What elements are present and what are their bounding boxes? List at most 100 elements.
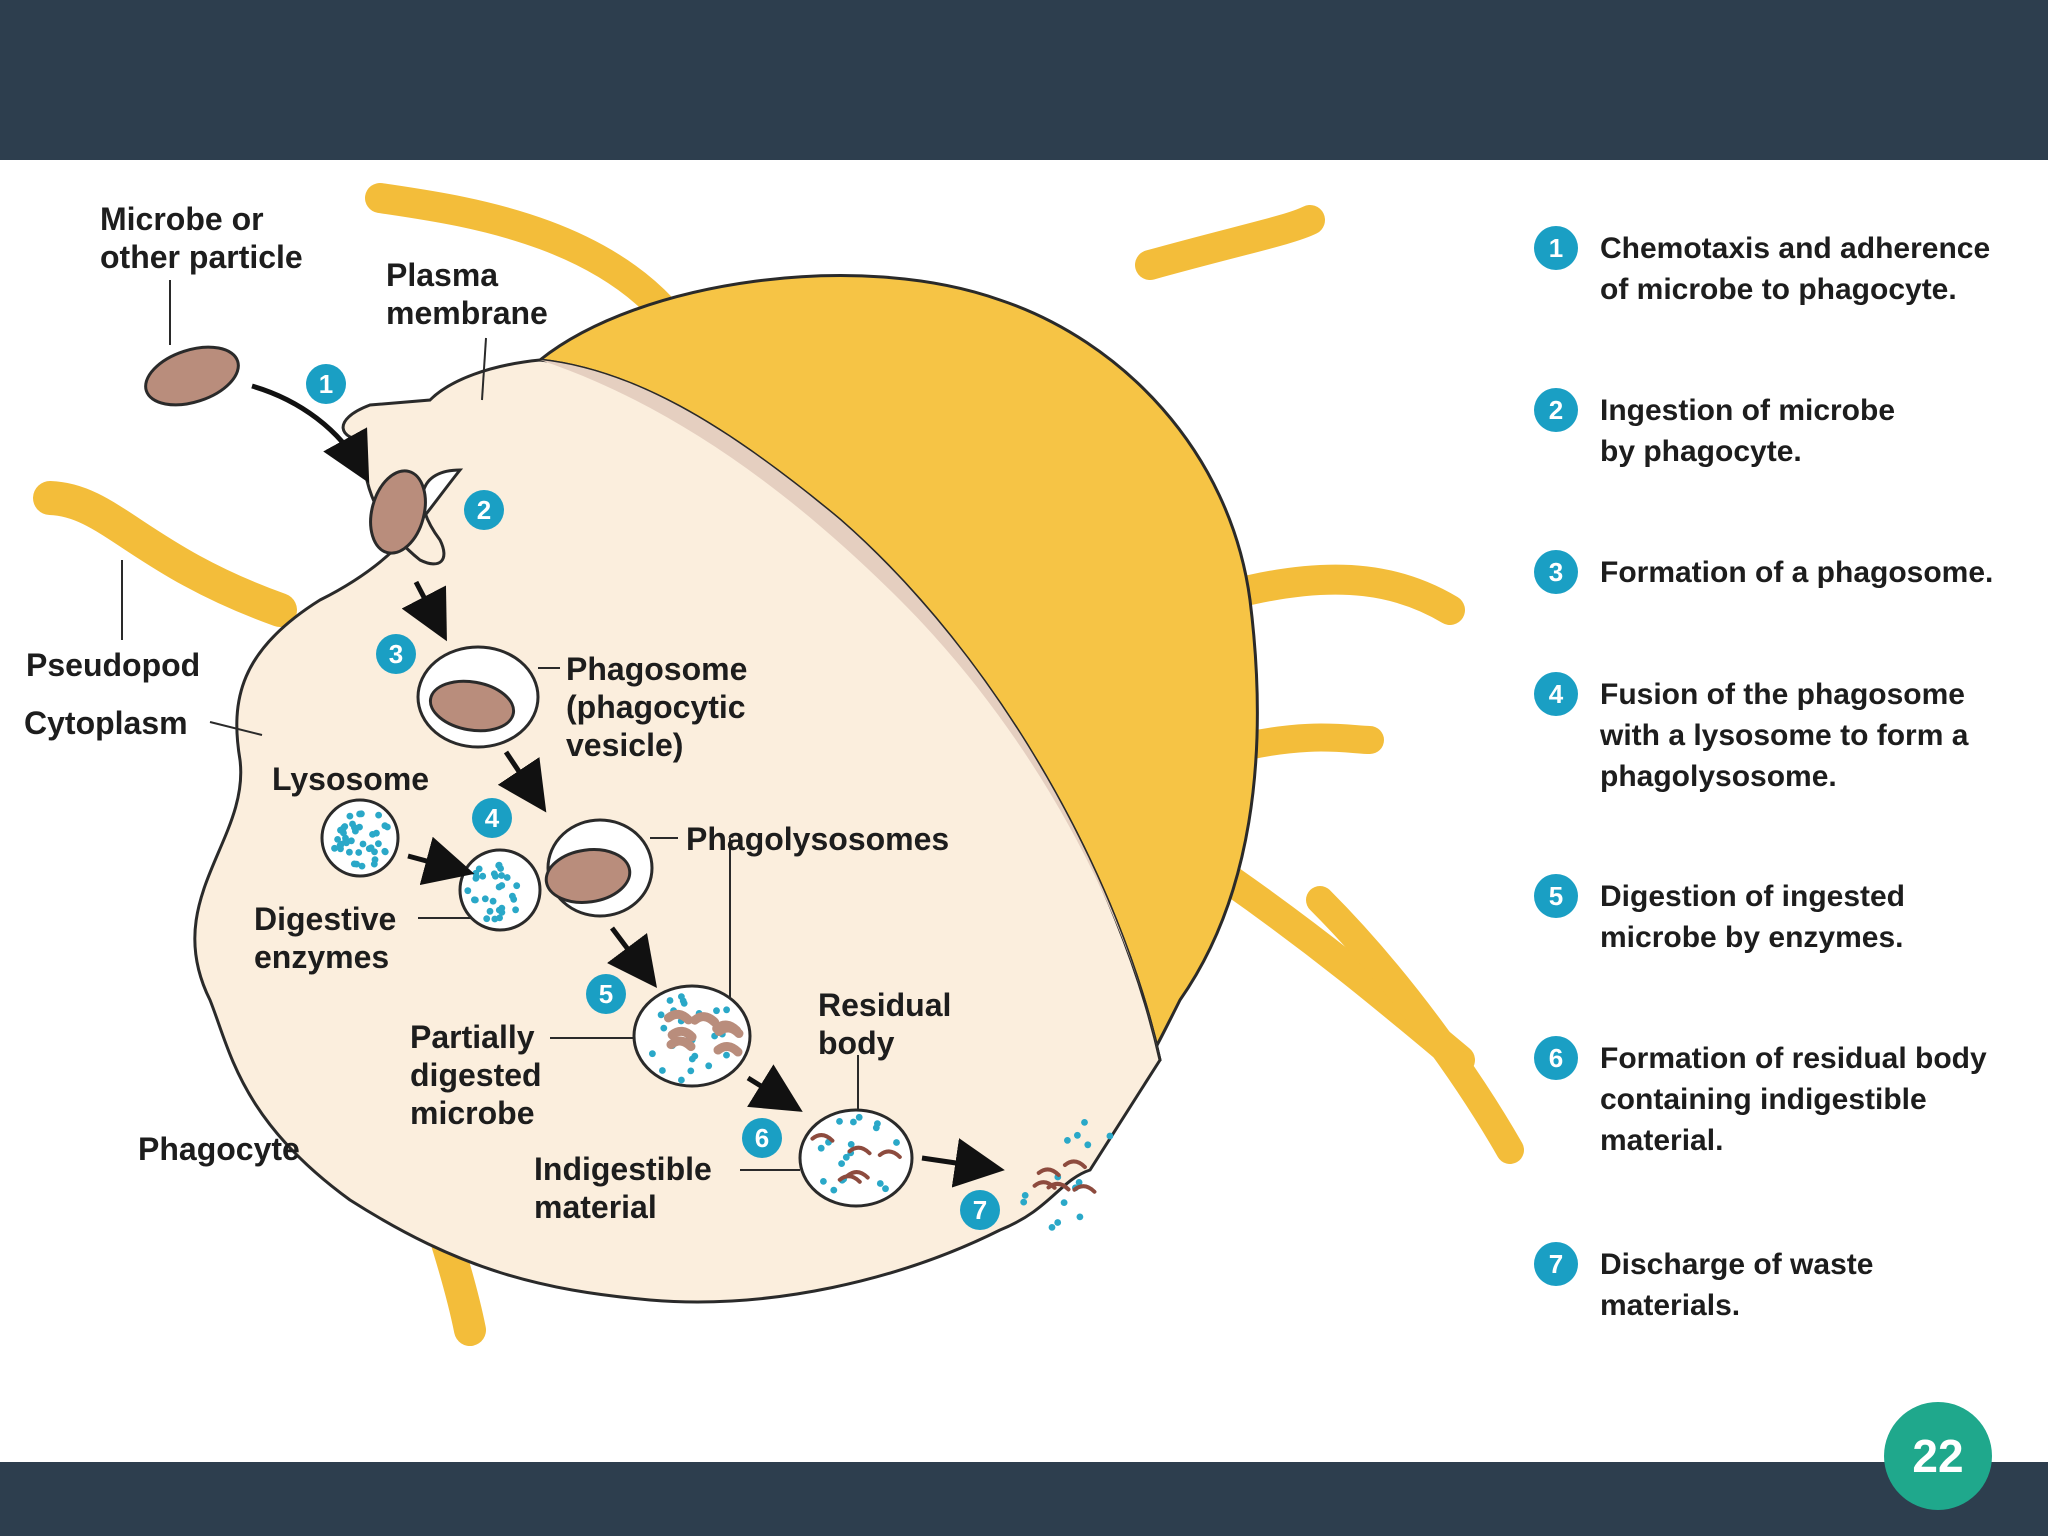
enzyme-dot (481, 895, 489, 903)
arrow-4-5 (607, 926, 657, 988)
step-marker-circle (464, 490, 504, 530)
leader-lines (121, 280, 859, 1171)
enzyme-dot (495, 861, 503, 869)
step-marker-5: 5 (586, 974, 626, 1014)
step-marker-circle (1534, 388, 1578, 432)
microbe (144, 345, 240, 407)
microbe-fragment (1062, 1159, 1087, 1170)
enzyme-dot (817, 1144, 825, 1152)
label-line: digested (410, 1057, 542, 1093)
label-pseudopod: Pseudopod (26, 647, 200, 683)
label-line: Partially (410, 1019, 535, 1055)
enzyme-dot (353, 860, 360, 868)
label-line: vesicle) (566, 727, 683, 763)
microbe-fragment (1036, 1167, 1061, 1177)
label-line: Phagocyte (138, 1131, 300, 1167)
enzyme-dot (365, 845, 373, 853)
step-marker-circle (1534, 226, 1578, 270)
enzyme-dot (486, 907, 494, 915)
bottom-band (0, 1462, 2048, 1536)
enzyme-dot (337, 840, 345, 848)
label-line: Pseudopod (26, 647, 200, 683)
enzyme-dot (657, 1011, 665, 1019)
enzyme-dot (479, 872, 487, 880)
enzyme-dot (876, 1180, 884, 1187)
label-line: Plasma (386, 257, 498, 293)
step-marker-circle (586, 974, 626, 1014)
step-line: Digestion of ingested (1600, 880, 1905, 913)
step-marker-4: 4 (472, 798, 512, 838)
enzyme-dot (1048, 1224, 1056, 1231)
phagolysosome-microbe (544, 848, 632, 904)
step-3-text: Formation of a phagosome. (1600, 556, 1993, 589)
partially-digested-microbe (649, 993, 744, 1084)
step-marker-number: 5 (1549, 881, 1563, 911)
step-marker-number: 2 (1549, 395, 1563, 425)
step-marker-number: 7 (973, 1195, 987, 1225)
enzyme-dot (348, 837, 355, 845)
microbe-fragment (690, 1012, 720, 1027)
enzyme-dot (882, 1185, 889, 1193)
lysosome-enzymes (331, 810, 391, 870)
microbe-fragment (714, 1023, 744, 1039)
enzyme-dot (713, 1007, 720, 1015)
step-marker-3: 3 (1534, 550, 1578, 594)
label-cytoplasm: Cytoplasm (24, 705, 188, 741)
enzyme-dot (1054, 1219, 1062, 1226)
microbe-fragment (845, 1170, 870, 1180)
enzyme-dot (356, 810, 363, 818)
enzyme-dot (1020, 1198, 1028, 1206)
enzyme-dot (512, 906, 519, 914)
discharged-waste (1020, 1119, 1114, 1231)
step-marker-circle (376, 634, 416, 674)
step-marker-number: 1 (1549, 233, 1563, 263)
step-line: Ingestion of microbe (1600, 394, 1895, 427)
enzyme-dot (688, 1055, 696, 1063)
enzyme-dot (666, 997, 674, 1004)
step-marker-number: 3 (389, 639, 403, 669)
arrow-3-4 (497, 750, 547, 813)
step-marker-1: 1 (306, 364, 346, 404)
arrow-6-7 (921, 1138, 1005, 1188)
step-marker-circle (742, 1118, 782, 1158)
enzyme-dot (847, 1141, 855, 1148)
enzyme-dot (1106, 1132, 1114, 1140)
enzyme-dot (381, 848, 389, 856)
enzyme-dot (1081, 1119, 1088, 1126)
enzyme-dot (491, 915, 499, 923)
enzyme-dot (513, 882, 521, 890)
step-marker-circle (960, 1190, 1000, 1230)
step-marker-circle (1534, 672, 1578, 716)
phagolysosome-enzymes (464, 861, 521, 923)
step-line: materials. (1600, 1289, 1740, 1322)
step-marker-circle (306, 364, 346, 404)
enzyme-dot (649, 1050, 656, 1058)
enzyme-dot (498, 882, 506, 889)
enzyme-dot (334, 836, 341, 843)
enzyme-dot (464, 887, 472, 895)
process-arrows (251, 383, 1005, 1188)
residual-body (798, 1108, 914, 1208)
page-number-badge: 22 (1884, 1402, 1992, 1510)
label-line: microbe (410, 1095, 534, 1131)
enzyme-dot (359, 840, 367, 848)
step-line: of microbe to phagocyte. (1600, 273, 1957, 306)
pseudopod-extension (1135, 205, 1325, 280)
enzyme-dot (830, 1186, 838, 1194)
enzyme-dot (1075, 1179, 1083, 1186)
label-line: material (534, 1189, 657, 1225)
enzyme-dot (678, 1076, 685, 1084)
step-marker-circle (1534, 874, 1578, 918)
phagosome-microbe (428, 679, 516, 733)
enzyme-dot (1064, 1137, 1071, 1144)
microbe-fragment (847, 1145, 872, 1156)
pseudopod-extension (33, 481, 297, 627)
label-line: (phagocytic (566, 689, 746, 725)
